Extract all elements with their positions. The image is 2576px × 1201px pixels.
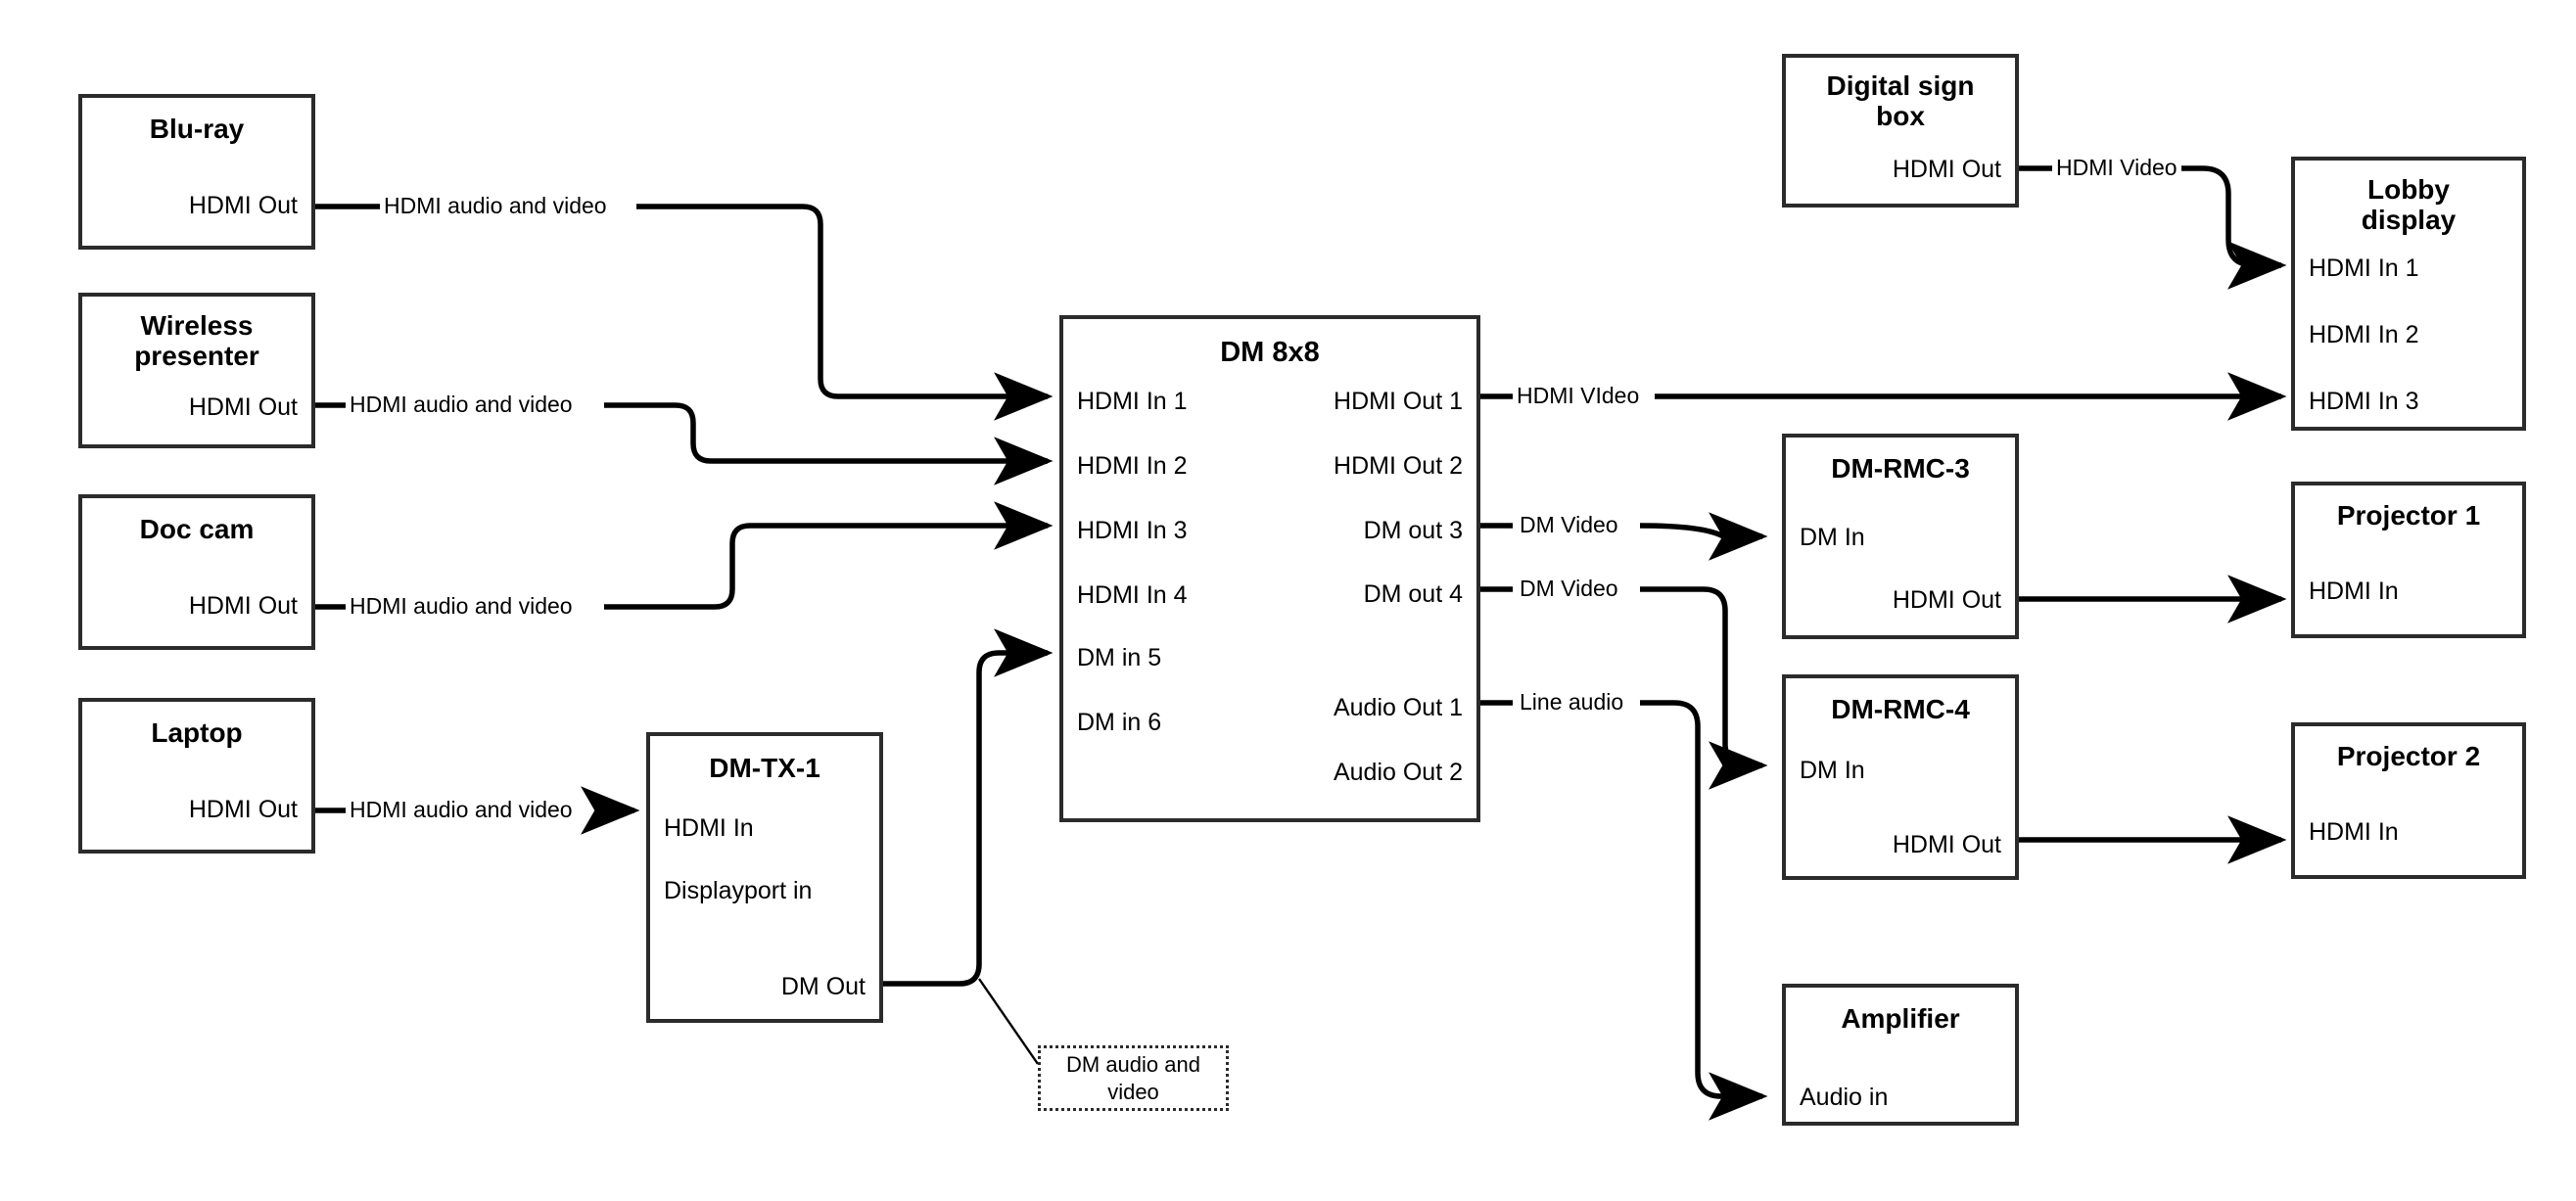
node-laptop-port-hdmi-out: HDMI Out bbox=[188, 796, 298, 823]
node-dm-8x8-port-hdmi-out-1: HDMI Out 1 bbox=[1334, 388, 1463, 415]
node-dm-rmc-3-title: DM-RMC-3 bbox=[1831, 453, 1970, 484]
node-dm-8x8-port-audio-out-1: Audio Out 1 bbox=[1333, 694, 1463, 721]
wire-doccam-to-dm8x8-in3 bbox=[315, 526, 1048, 610]
node-dm-tx-1-port-hdmi-in: HDMI In bbox=[664, 814, 754, 842]
node-dm-8x8-port-dm-in-6: DM in 6 bbox=[1077, 709, 1162, 736]
wire-label-wireless: HDMI audio and video bbox=[346, 392, 577, 418]
node-dm-8x8-port-hdmi-in-1: HDMI In 1 bbox=[1077, 388, 1188, 415]
node-amplifier-title: Amplifier bbox=[1841, 1003, 1960, 1034]
node-lobby-display-title: Lobby display bbox=[2361, 174, 2457, 236]
node-amplifier[interactable]: Amplifier Audio in bbox=[1782, 984, 2019, 1126]
wire-label-bluray: HDMI audio and video bbox=[380, 193, 611, 219]
node-wireless-presenter-title: Wireless presenter bbox=[134, 310, 259, 372]
node-digital-sign-box-port-hdmi-out: HDMI Out bbox=[1892, 156, 2001, 183]
node-dm-8x8-port-hdmi-in-3: HDMI In 3 bbox=[1077, 517, 1188, 544]
node-dm-8x8-title: DM 8x8 bbox=[1220, 337, 1320, 368]
node-dm-8x8-port-dm-out-4: DM out 4 bbox=[1363, 580, 1463, 608]
wire-label-dm-video-4: DM Video bbox=[1516, 576, 1622, 602]
node-projector-1-port-hdmi-in: HDMI In bbox=[2309, 577, 2399, 605]
wire-wireless-to-dm8x8-in2 bbox=[315, 405, 1048, 461]
leader-line-dm-audio-video-note bbox=[978, 978, 1039, 1065]
node-bluray-port-hdmi-out: HDMI Out bbox=[188, 192, 298, 219]
node-dm-tx-1-title: DM-TX-1 bbox=[709, 753, 820, 783]
node-doc-cam[interactable]: Doc cam HDMI Out bbox=[78, 494, 315, 650]
note-dm-audio-and-video-text: DM audio and video bbox=[1066, 1052, 1200, 1104]
node-dm-8x8[interactable]: DM 8x8 HDMI In 1 HDMI In 2 HDMI In 3 HDM… bbox=[1059, 315, 1480, 822]
node-amplifier-port-audio-in: Audio in bbox=[1800, 1084, 1889, 1111]
wire-label-laptop: HDMI audio and video bbox=[346, 797, 577, 823]
node-bluray-title: Blu-ray bbox=[149, 114, 245, 144]
wire-label-hdmi-video-sign: HDMI Video bbox=[2052, 155, 2181, 181]
node-wireless-presenter[interactable]: Wireless presenter HDMI Out bbox=[78, 293, 315, 448]
node-dm-rmc-3[interactable]: DM-RMC-3 DM In HDMI Out bbox=[1782, 434, 2019, 639]
node-projector-2-port-hdmi-in: HDMI In bbox=[2309, 818, 2399, 846]
node-digital-sign-box[interactable]: Digital sign box HDMI Out bbox=[1782, 54, 2019, 208]
node-dm-rmc-4-title: DM-RMC-4 bbox=[1831, 694, 1970, 724]
wire-bluray-to-dm8x8-in1 bbox=[315, 204, 1048, 396]
node-projector-1-title: Projector 1 bbox=[2336, 500, 2481, 531]
wire-dm8x8-out3-to-rmc3 bbox=[1480, 526, 1762, 536]
node-projector-2[interactable]: Projector 2 HDMI In bbox=[2291, 722, 2526, 879]
node-dm-tx-1-port-dm-out: DM Out bbox=[780, 973, 866, 1000]
node-lobby-display-port-hdmi-in-3: HDMI In 3 bbox=[2309, 388, 2419, 415]
node-dm-8x8-port-audio-out-2: Audio Out 2 bbox=[1333, 759, 1463, 786]
node-lobby-display[interactable]: Lobby display HDMI In 1 HDMI In 2 HDMI I… bbox=[2291, 157, 2526, 431]
node-dm-8x8-port-hdmi-in-4: HDMI In 4 bbox=[1077, 581, 1188, 609]
node-doc-cam-title: Doc cam bbox=[139, 514, 255, 544]
wire-digitalsign-to-lobby-in1 bbox=[2019, 165, 2281, 265]
node-dm-8x8-port-hdmi-out-2: HDMI Out 2 bbox=[1334, 452, 1463, 480]
node-dm-rmc-4-port-dm-in: DM In bbox=[1800, 757, 1865, 784]
node-dm-8x8-port-hdmi-in-2: HDMI In 2 bbox=[1077, 452, 1188, 480]
node-dm-rmc-3-port-hdmi-out: HDMI Out bbox=[1892, 586, 2001, 614]
wire-dmtx1-to-dm8x8-in5 bbox=[883, 628, 1054, 987]
node-dm-tx-1-port-displayport-in: Displayport in bbox=[664, 877, 813, 904]
wire-label-doccam: HDMI audio and video bbox=[346, 593, 577, 620]
node-dm-8x8-port-dm-out-3: DM out 3 bbox=[1363, 517, 1463, 544]
node-wireless-presenter-port-hdmi-out: HDMI Out bbox=[188, 393, 298, 421]
wire-label-dm-video-3: DM Video bbox=[1516, 512, 1622, 538]
wire-label-hdmi-video-out1: HDMI VIdeo bbox=[1513, 383, 1644, 409]
node-projector-2-title: Projector 2 bbox=[2336, 741, 2481, 771]
node-dm-rmc-4[interactable]: DM-RMC-4 DM In HDMI Out bbox=[1782, 674, 2019, 880]
wire-dm8x8-audio1-to-amplifier bbox=[1480, 700, 1762, 1096]
node-digital-sign-box-title: Digital sign box bbox=[1826, 70, 1975, 132]
node-dm-rmc-4-port-hdmi-out: HDMI Out bbox=[1892, 831, 2001, 858]
node-bluray[interactable]: Blu-ray HDMI Out bbox=[78, 94, 315, 250]
node-lobby-display-port-hdmi-in-1: HDMI In 1 bbox=[2309, 254, 2419, 282]
node-dm-8x8-port-dm-in-5: DM in 5 bbox=[1077, 644, 1162, 671]
wire-label-line-audio: Line audio bbox=[1516, 689, 1628, 716]
node-lobby-display-port-hdmi-in-2: HDMI In 2 bbox=[2309, 321, 2419, 348]
node-dm-tx-1[interactable]: DM-TX-1 HDMI In Displayport in DM Out bbox=[646, 732, 883, 1023]
node-laptop-title: Laptop bbox=[151, 717, 243, 748]
wire-dm8x8-out4-to-rmc4 bbox=[1480, 586, 1762, 765]
node-laptop[interactable]: Laptop HDMI Out bbox=[78, 698, 315, 854]
node-doc-cam-port-hdmi-out: HDMI Out bbox=[188, 592, 298, 620]
node-projector-1[interactable]: Projector 1 HDMI In bbox=[2291, 482, 2526, 638]
node-dm-rmc-3-port-dm-in: DM In bbox=[1800, 524, 1865, 551]
note-dm-audio-and-video: DM audio and video bbox=[1038, 1045, 1229, 1111]
